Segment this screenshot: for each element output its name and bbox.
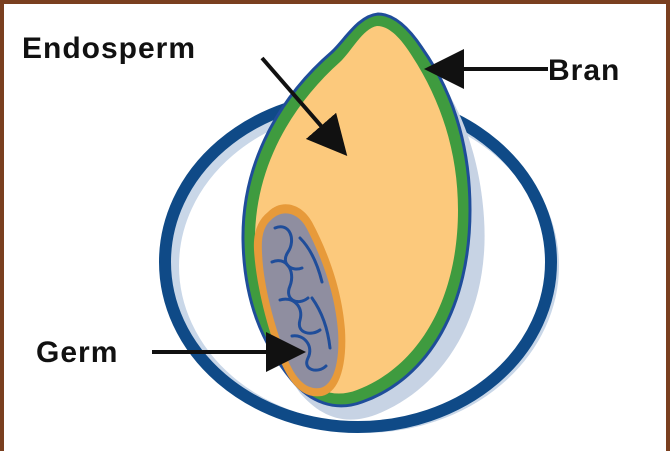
label-germ: Germ [36, 336, 118, 369]
label-bran: Bran [548, 54, 620, 87]
label-endosperm: Endosperm [22, 32, 196, 65]
